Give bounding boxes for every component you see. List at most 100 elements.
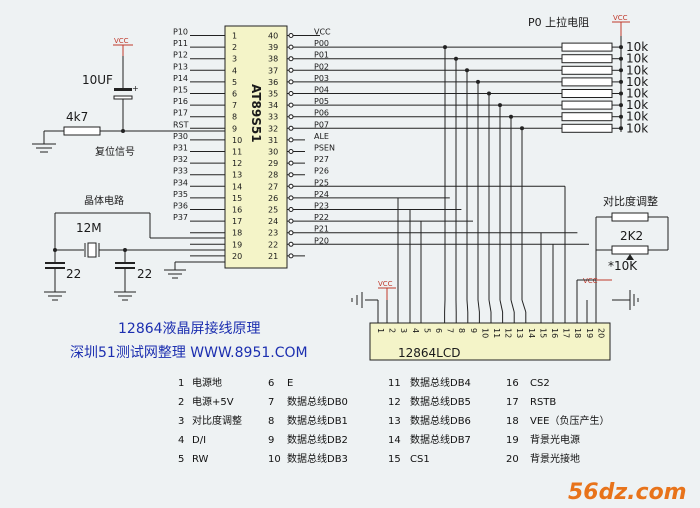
pullup-resistor — [561, 123, 613, 133]
mcu-left-pin-label: P34 — [173, 178, 188, 187]
mcu-left-pin-label: P17 — [173, 109, 188, 118]
mcu-right-pin-dot — [288, 114, 294, 120]
legend-pin-number: 9 — [268, 435, 274, 446]
pullup-junction — [619, 126, 623, 131]
mcu-right-pin-label: P20 — [314, 236, 329, 245]
cap-10uf — [114, 88, 132, 91]
mcu-left-pin-number: 20 — [232, 252, 242, 261]
mcu-right-pin-dot — [288, 253, 294, 259]
lcd-pin-number: 3 — [399, 328, 408, 333]
mcu-right-pin-label: P05 — [314, 97, 329, 106]
pullup-resistor — [561, 89, 613, 98]
mcu-right-pin-dot — [288, 241, 294, 247]
pullup-label: 10k — [626, 98, 648, 112]
ground-symbol-crystal-1 — [44, 291, 66, 301]
lcd-pin-number: 10 — [480, 328, 489, 338]
mcu-left-pin-label: P35 — [173, 190, 188, 199]
mcu-left-pin-number: 9 — [232, 124, 237, 133]
mcu-right-pin-number: 28 — [268, 171, 278, 180]
lcd-pin-number: 13 — [515, 328, 524, 338]
legend-pin-number: 1 — [178, 378, 184, 389]
mcu-left-pin-number: 17 — [232, 217, 242, 226]
mcu-left-pin-number: 5 — [232, 78, 237, 87]
ground-symbol-pin20 — [164, 269, 186, 279]
bus-wires — [305, 35, 597, 323]
mcu-right-pin-label: VCC — [314, 28, 331, 37]
mcu-right-pin-label: P01 — [314, 51, 329, 60]
pullup-junction — [619, 56, 623, 61]
pullup-junction — [619, 103, 623, 108]
mcu-right-pin-number: 22 — [268, 240, 278, 249]
pullup-label: 10k — [626, 40, 648, 54]
bus-jog — [477, 299, 480, 313]
mcu-left-pin-label: P15 — [173, 86, 188, 95]
mcu-right-pin-number: 31 — [268, 136, 278, 145]
mcu-left-pin-label: P30 — [173, 132, 188, 141]
pullup-resistor — [561, 65, 613, 75]
crystal-label: 12M — [76, 221, 102, 235]
mcu-left-pin-number: 19 — [232, 240, 242, 249]
mcu-right-pin-label: ALE — [314, 132, 329, 141]
mcu-left-pin-label: P11 — [173, 39, 188, 48]
diagram-title: 12864液晶屏接线原理 — [118, 320, 261, 337]
lcd-connector — [369, 322, 611, 361]
lcd-pin-number: 17 — [562, 328, 571, 338]
mcu-right-pin-label: P02 — [314, 62, 329, 71]
pullup-label: 10k — [626, 52, 648, 66]
cap-22-label-1: 22 — [66, 267, 81, 281]
mcu-right-pin-number: 21 — [268, 252, 278, 261]
diagram-subtitle: 深圳51测试网整理 WWW.8951.COM — [70, 345, 308, 361]
lcd-pin-number: 19 — [585, 328, 594, 338]
mcu-left-pin-number: 4 — [232, 66, 237, 75]
lcd-pin-number: 16 — [550, 328, 559, 338]
res-2k2 — [611, 245, 649, 255]
legend-pin-number: 6 — [268, 378, 274, 389]
pullup-resistor — [561, 100, 613, 110]
mcu-left-pin-number: 1 — [232, 32, 237, 41]
contrast-label: 对比度调整 — [603, 194, 658, 208]
mcu-left-pin-label: P37 — [173, 213, 188, 222]
legend-pin-number: 19 — [506, 435, 519, 446]
mcu-right-pin-label: P04 — [314, 86, 329, 95]
legend-pin-number: 16 — [506, 378, 519, 389]
mcu-left-pin-label: P13 — [173, 62, 188, 71]
mcu-right-pin-number: 36 — [268, 78, 278, 87]
ground-symbol-reset — [32, 143, 56, 153]
mcu-right-pin-dot — [288, 137, 294, 143]
legend-pin-text: RW — [192, 454, 209, 465]
legend-pin-text: CS1 — [410, 454, 430, 465]
pullup-title: P0 上拉电阻 — [528, 15, 589, 29]
mcu-left-pin-number: 18 — [232, 229, 242, 238]
mcu-left-pin-number: 10 — [232, 136, 242, 145]
mcu-right-pin-label: P22 — [314, 213, 329, 222]
legend-pin-text: 数据总线DB7 — [410, 433, 471, 446]
mcu-left-pin-number: 7 — [232, 101, 237, 110]
mcu-right-pin-dot — [288, 195, 294, 201]
pullup-junction — [619, 114, 623, 119]
legend-pin-text: 数据总线DB0 — [287, 395, 348, 408]
lcd-pin-number: 12 — [504, 328, 513, 338]
cap-10uf-label: 10UF — [82, 73, 113, 87]
mcu-right-pin-dot — [288, 56, 294, 62]
mcu-right-pin-dot — [288, 183, 294, 189]
mcu-right-pin-number: 23 — [268, 229, 278, 238]
bus-jog — [499, 299, 504, 313]
legend-pin-number: 20 — [506, 454, 519, 465]
lcd-pin-number: 7 — [446, 328, 455, 333]
mcu-right-pin-number: 26 — [268, 194, 278, 203]
legend-pin-number: 3 — [178, 416, 184, 427]
mcu-left-pin-number: 13 — [232, 171, 242, 180]
lcd-pin-number: 11 — [492, 328, 501, 338]
legend-pin-number: 15 — [388, 454, 401, 465]
mcu-right-pin-dot — [288, 160, 294, 166]
mcu-right-pin-number: 30 — [268, 148, 278, 157]
mcu-left-pin-label: P14 — [173, 74, 188, 83]
pullup-label: 10k — [626, 121, 648, 135]
pullup-junction — [619, 79, 623, 84]
mcu-right-pin-number: 33 — [268, 113, 278, 122]
crystal-section: 晶体电路 12M 22 22 — [44, 194, 225, 301]
